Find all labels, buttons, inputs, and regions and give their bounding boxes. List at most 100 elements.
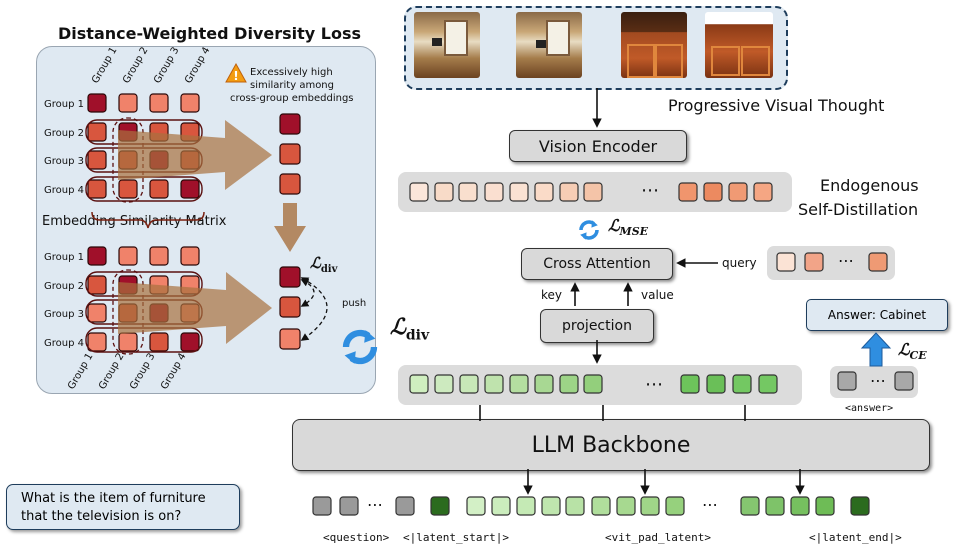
matrix-column-label: Group 4 [183, 45, 213, 85]
matrix-row-label: Group 2 [44, 128, 84, 139]
endogenous-label: Endogenous [820, 176, 919, 195]
matrix-cell [180, 246, 200, 266]
group-embedding-square [279, 173, 301, 195]
push-arc [300, 279, 315, 307]
matrix-column-label: Group 4 [159, 351, 189, 391]
loss-div-large: ℒdiv [390, 314, 429, 343]
mse-subscript: MSE [619, 225, 649, 239]
latent-token-bar [398, 365, 802, 405]
matrix-column-label: Group 2 [121, 45, 151, 85]
latent-end-token-label: <|latent_end|> [809, 531, 902, 544]
cabinet-door-shape [655, 44, 683, 78]
loss-symbol: ℒ [898, 340, 910, 359]
answer-box[interactable]: Answer: Cabinet [806, 299, 948, 331]
matrix-cell [87, 275, 107, 295]
room-photo-1[interactable] [414, 12, 480, 78]
matrix-cell [87, 179, 107, 199]
matrix-cell [149, 179, 169, 199]
loss-subscript: div [320, 264, 338, 275]
answer-token-label: <answer> [845, 403, 894, 414]
push-arc [300, 277, 328, 341]
matrix-cell [118, 93, 138, 113]
question-box[interactable]: What is the item of furniture that the t… [6, 484, 240, 530]
matrix-cell [87, 122, 107, 142]
group-embedding-square [279, 266, 301, 288]
cabinet-photo-1[interactable] [621, 12, 687, 78]
left-panel-title: Distance-Weighted Diversity Loss [58, 24, 361, 43]
group-embedding-square [279, 296, 301, 318]
loss-symbol: ℒ [310, 254, 321, 272]
matrix-cell [118, 179, 138, 199]
matrix-cell [149, 332, 169, 352]
tv-shape [536, 40, 546, 48]
group-embedding-square [279, 113, 301, 135]
matrix-column-label: Group 2 [97, 351, 127, 391]
matrix-row-label: Group 3 [44, 156, 84, 167]
loss-div-small: ℒdiv [310, 254, 337, 275]
tv-shape [432, 38, 442, 46]
ce-subscript: CE [909, 349, 927, 363]
push-label: push [342, 298, 367, 309]
brace [91, 211, 205, 229]
loss-mse: ℒMSE [608, 216, 648, 238]
group-embedding-square [279, 143, 301, 165]
latent-start-token-label: <|latent_start|> [403, 531, 509, 544]
key-label: key [541, 288, 563, 302]
down-arrow [274, 203, 306, 252]
llm-backbone-box[interactable]: LLM Backbone [292, 419, 930, 471]
answer-token-bar [830, 366, 918, 398]
matrix-column-label: Group 3 [152, 45, 182, 85]
window-shape [444, 20, 468, 56]
loss-symbol: ℒ [390, 314, 406, 340]
warning-text-line-3: cross-group embeddings [230, 93, 354, 104]
matrix-column-label: Group 1 [66, 351, 96, 391]
matrix-cell [118, 332, 138, 352]
loss-symbol: ℒ [608, 216, 620, 235]
matrix-cell [180, 179, 200, 199]
matrix-row-label: Group 4 [44, 185, 84, 196]
matrix-row-label: Group 1 [44, 99, 84, 110]
matrix-cell [87, 303, 107, 323]
group-embedding-square [279, 328, 301, 350]
question-line-2: that the television is on? [21, 509, 182, 524]
progressive-visual-thought-label: Progressive Visual Thought [668, 96, 885, 115]
question-line-1: What is the item of furniture [21, 491, 206, 506]
cabinet-door-shape [627, 44, 655, 78]
query-label: query [722, 256, 757, 270]
reduction-arrow-bottom [118, 272, 272, 344]
warning-icon: ! [225, 63, 247, 83]
matrix-cell [87, 246, 107, 266]
loss-ce: ℒCE [898, 340, 927, 362]
window-shape [546, 20, 570, 56]
svg-text:!: ! [233, 69, 238, 83]
matrix-cell [87, 150, 107, 170]
projection-box[interactable]: projection [540, 309, 654, 343]
div-subscript: div [405, 327, 430, 344]
room-photo-2[interactable] [516, 12, 582, 78]
vision-token-bar [398, 172, 792, 212]
matrix-row-label: Group 3 [44, 309, 84, 320]
matrix-row-label: Group 2 [44, 281, 84, 292]
matrix-cell [118, 246, 138, 266]
cabinet-door-shape [741, 46, 770, 76]
cabinet-door-shape [711, 46, 740, 76]
matrix-cell [180, 332, 200, 352]
self-distillation-label: Self-Distillation [798, 200, 919, 219]
matrix-column-label: Group 3 [128, 351, 158, 391]
vision-encoder-box[interactable]: Vision Encoder [509, 130, 687, 162]
cross-attention-box[interactable]: Cross Attention [521, 248, 673, 280]
warning-text-line-2: similarity among [250, 80, 334, 91]
matrix-column-label: Group 1 [90, 45, 120, 85]
query-token-bar [767, 246, 895, 280]
reduction-arrow-top [118, 120, 272, 190]
matrix-row-label: Group 4 [44, 338, 84, 349]
matrix-cell [87, 332, 107, 352]
warning-text-line-1: Excessively high [250, 67, 333, 78]
matrix-caption: Embedding Similarity Matrix [42, 214, 227, 229]
matrix-cell [149, 246, 169, 266]
matrix-cell [87, 93, 107, 113]
vit-pad-latent-token-label: <vit_pad_latent> [605, 531, 711, 544]
matrix-row-label: Group 1 [44, 252, 84, 263]
cabinet-photo-2[interactable] [705, 12, 773, 78]
